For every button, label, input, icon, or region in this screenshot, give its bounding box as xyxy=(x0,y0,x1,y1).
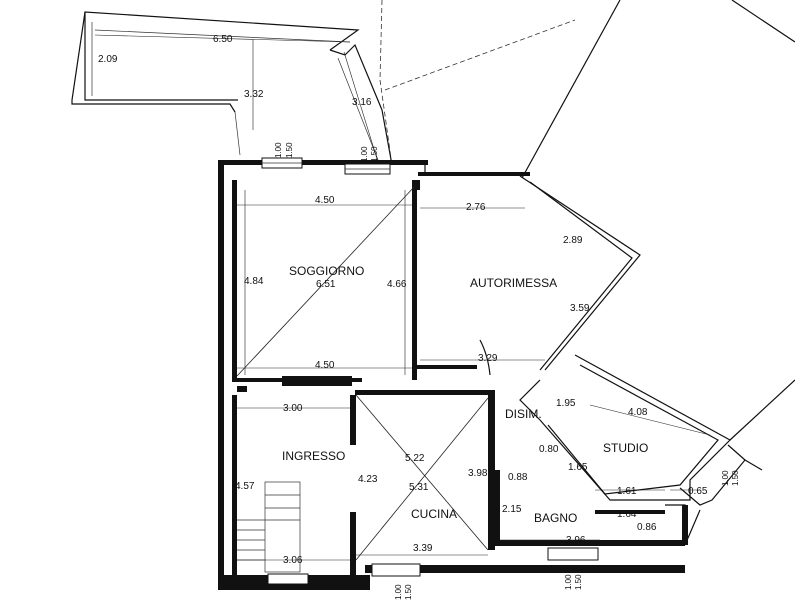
dim-soggiorno-left: 4.84 xyxy=(244,276,264,287)
dim-soggiorno-bottom: 4.50 xyxy=(315,360,335,371)
window-top-b xyxy=(344,163,391,175)
dim-studio-window: 0.65 xyxy=(688,486,708,497)
dim-bagno-bottom: 3.96 xyxy=(566,535,586,546)
neighbor-wall xyxy=(521,0,621,179)
dim-terrace-depth: 2.09 xyxy=(98,54,118,65)
dim-auto-top: 2.76 xyxy=(466,202,486,213)
property-boundary-right xyxy=(384,19,576,91)
dim-auto-right-upper: 2.89 xyxy=(563,235,583,246)
room-label-autorimessa: AUTORIMESSA xyxy=(470,276,557,290)
dim-auto-bottom: 3.29 xyxy=(478,353,498,364)
dim-auto-right-lower: 3.59 xyxy=(570,303,590,314)
dim-ingresso-right: 4.23 xyxy=(358,474,378,485)
window-bottom-a xyxy=(267,573,309,585)
dim-bagno-right: 0.86 xyxy=(637,522,657,533)
dim-front-win-w: 1.00 xyxy=(394,584,403,600)
dim-bagno-top: 1.64 xyxy=(617,509,637,520)
cucina-diagonal-a xyxy=(355,394,489,551)
dim-soggiorno-right: 4.66 xyxy=(387,279,407,290)
dim-studio-bottom: 1.61 xyxy=(617,486,637,497)
dim-studio-wall: 0.80 xyxy=(539,444,559,455)
dim-bagno-left: 2.15 xyxy=(502,504,522,515)
dim-terrace-right: 3.16 xyxy=(352,97,372,108)
window-bottom-c xyxy=(547,547,599,561)
dim-ingresso-left: 4.57 xyxy=(235,481,255,492)
dim-front-win-h: 1.50 xyxy=(404,584,413,600)
property-boundary xyxy=(379,0,393,166)
dim-cucina-diag-a: 5.22 xyxy=(405,453,425,464)
dim-studio-win-w: 1.00 xyxy=(721,470,730,486)
dim-disim-small: 0.88 xyxy=(508,472,528,483)
window-top-a xyxy=(261,157,303,169)
dim-terrace-left: 3.32 xyxy=(244,89,264,100)
room-label-disimpegno: DISIM. xyxy=(505,407,542,421)
dim-studio-top-left: 1.95 xyxy=(556,398,576,409)
window-bottom-b xyxy=(371,563,421,577)
dim-window-b-w: 1.00 xyxy=(360,146,369,162)
dim-soggiorno-top: 4.50 xyxy=(315,195,335,206)
soggiorno-diagonal xyxy=(236,185,416,377)
dim-cucina-bottom: 3.39 xyxy=(413,543,433,554)
neighbor-wall-top xyxy=(731,0,795,43)
room-label-soggiorno: SOGGIORNO xyxy=(289,264,364,278)
dim-ingresso-top: 3.00 xyxy=(283,403,303,414)
dim-studio-win-h: 1.50 xyxy=(731,470,740,486)
dim-terrace-width: 6.50 xyxy=(213,34,233,45)
dim-cucina-right: 3.98 xyxy=(468,468,488,479)
dim-window-a-w: 1.00 xyxy=(274,142,283,158)
dimension-lines xyxy=(237,190,711,561)
dim-window-b-h: 1.50 xyxy=(370,146,379,162)
dim-window-a-h: 1.50 xyxy=(285,142,294,158)
terrace xyxy=(71,11,393,166)
dim-soggiorno-diag: 6.51 xyxy=(316,279,336,290)
dim-studio-inner: 1.65 xyxy=(568,462,588,473)
cucina-diagonal-b xyxy=(355,397,489,561)
room-label-cucina: CUCINA xyxy=(411,507,457,521)
dim-studio-top: 4.08 xyxy=(628,407,648,418)
dim-front-win2-h: 1.50 xyxy=(574,574,583,590)
building-outline xyxy=(218,160,795,590)
room-label-bagno: BAGNO xyxy=(534,511,577,525)
room-label-ingresso: INGRESSO xyxy=(282,449,345,463)
dim-front-win2-w: 1.00 xyxy=(564,574,573,590)
dim-cucina-diag-b: 5.31 xyxy=(409,482,429,493)
dim-ingresso-bottom: 3.06 xyxy=(283,555,303,566)
room-label-studio: STUDIO xyxy=(603,441,648,455)
